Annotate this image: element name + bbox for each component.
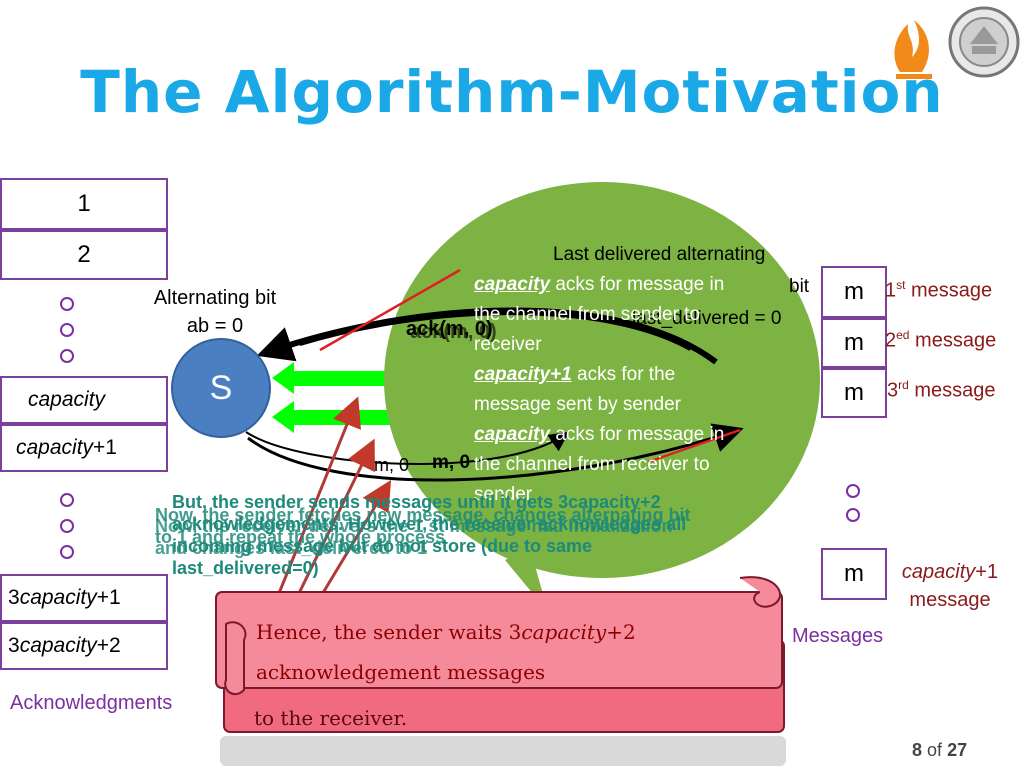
scroll-text-line3: to the receiver. [254,706,408,730]
message-slot-2: m [821,318,887,368]
ack-arc-arrow [256,307,718,365]
last-message-label: capacity+1 message [901,561,999,611]
page-number: 8 of 27 [912,740,968,760]
red-strike-line [319,268,461,352]
sender-node: S [171,338,271,438]
message-arc-arrow [245,431,570,465]
alternating-bit-label: Alternating bit ab = 0 [153,287,277,337]
ellipsis-dot [60,493,74,507]
second-message-label: 2ed message [885,328,997,352]
scroll-text-line2: acknowledgement messages [256,660,546,684]
bubble-explanation: capacity acks for message in the channel… [474,274,725,505]
acknowledgments-caption: Acknowledgments [10,692,173,714]
flame-logo-icon [894,20,932,79]
ellipsis-dot [846,508,860,522]
scroll-text-line1: Hence, the sender waits 3capacity+2 [256,620,636,644]
ack-slot-2: 2 [0,230,168,280]
scroll-banner-front [215,576,783,696]
last-delivered-value: last_delivered = 0 [632,308,782,329]
ack-slot-capacity: capacity [0,376,168,424]
ellipsis-dot [846,484,860,498]
message-arc-arrow [247,423,744,482]
message-slot-1: m [821,266,887,318]
ellipsis-dot [60,545,74,559]
third-message-label: 3rd message [887,378,996,402]
message-label: m, 0 [374,455,410,475]
ellipsis-dot [60,297,74,311]
ellipsis-dot [60,323,74,337]
ack-label: ack(m, 0) [406,318,493,340]
last-delivered-header-1: Last delivered alternating [553,244,766,265]
message-slot-last: m [821,548,887,600]
seal-logo-icon [948,6,1020,78]
ellipsis-dot [60,349,74,363]
ack-label-shadow: ack(m, 0) [410,321,497,343]
red-strike-line [647,428,741,464]
last-delivered-header-2: bit [789,276,810,297]
first-message-label: 1st message [885,278,993,302]
slide-title: The Algorithm-Motivation [80,58,944,126]
messages-caption: Messages [792,625,884,647]
ellipsis-dot [60,519,74,533]
message-label-bold: m, 0 [432,452,471,473]
green-ack-arrow-1 [272,362,410,394]
note-sender-fetches: Now, the sender fetches new message, cha… [155,505,691,547]
note-receiver-delivers: Now, the receiver delivers the 1 st mess… [155,516,673,558]
note-sender-sends: But, the sender sends messages until it … [172,492,687,578]
ack-slot-capacity-plus1: capacity+1 [0,424,168,472]
ack-slot-1: 1 [0,178,168,230]
message-slot-3: m [821,368,887,418]
university-logos [894,6,1020,79]
